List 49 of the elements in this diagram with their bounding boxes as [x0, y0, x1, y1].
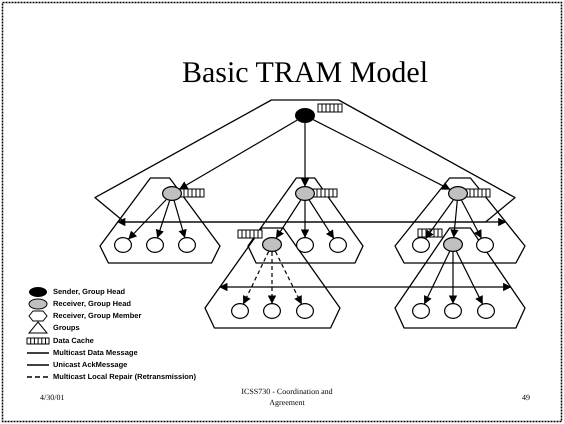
sender-node [295, 108, 315, 123]
message-arrow [219, 282, 512, 292]
message-arrow [456, 251, 483, 304]
message-arrow [300, 201, 310, 238]
group-outline [100, 178, 220, 263]
message-arrow [461, 200, 482, 238]
group-head-node [448, 186, 468, 201]
group-outline [205, 228, 340, 328]
group-member-node [296, 237, 314, 253]
message-arrow [128, 199, 167, 240]
group-member-node [296, 303, 314, 319]
group-member-node [412, 303, 430, 319]
message-arrow [425, 200, 454, 239]
group-member-node [477, 303, 495, 319]
repair-arrow [268, 252, 276, 304]
message-arrow [276, 200, 302, 238]
group-outline [95, 100, 515, 222]
message-arrow [300, 123, 310, 187]
group-member-node [444, 303, 462, 319]
group-member-node [178, 237, 196, 253]
group-head-node [162, 186, 182, 201]
footer-text: ICSS730 - Coordination and Agreement [240, 386, 334, 408]
repair-arrow [274, 251, 302, 304]
message-arrow [174, 200, 187, 238]
message-arrow [450, 200, 459, 238]
message-arrow [156, 200, 170, 238]
group-member-node [476, 237, 494, 253]
repair-arrow [243, 251, 270, 304]
group-outline [248, 178, 363, 263]
group-member-node [412, 237, 430, 253]
message-arrow [424, 251, 450, 304]
group-member-node [263, 303, 281, 319]
group-head-node [295, 186, 315, 201]
message-arrow [308, 200, 334, 239]
group-head-node [262, 237, 282, 252]
footer-text: 49 [521, 392, 530, 403]
message-arrow [313, 119, 450, 190]
group-outline [395, 178, 525, 263]
group-member-node [231, 303, 249, 319]
group-member-node [114, 237, 132, 253]
group-head-node [443, 237, 463, 252]
group-member-node [146, 237, 164, 253]
message-arrow [179, 120, 298, 190]
footer-text: 4/30/01 [40, 392, 66, 403]
group-outline [395, 228, 525, 328]
group-member-node [329, 237, 347, 253]
message-arrow [448, 252, 458, 304]
message-arrow [116, 218, 507, 226]
slide-title: Basic TRAM Model [180, 55, 430, 91]
